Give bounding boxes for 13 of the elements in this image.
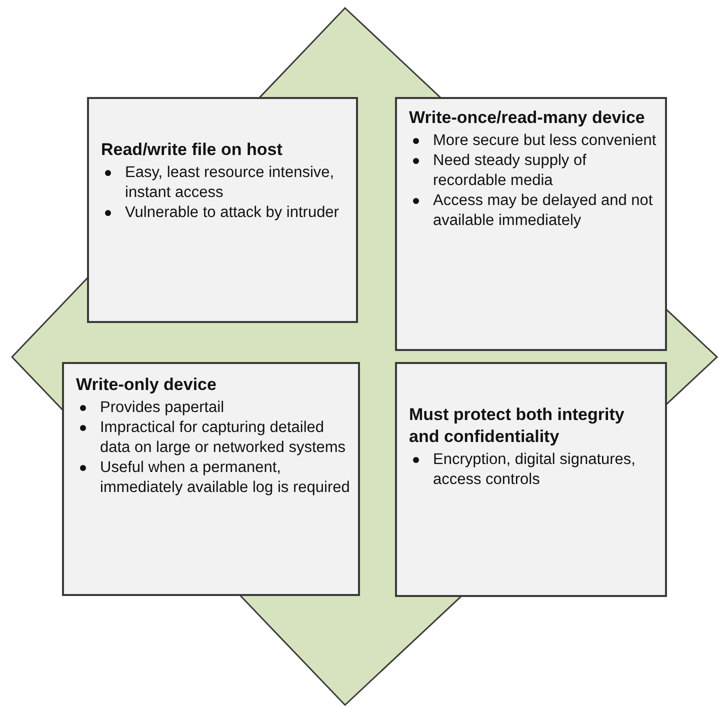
bullet-item: Easy, least resource intensive, instant access [101, 163, 348, 203]
bullet-item: Provides papertail [76, 398, 350, 418]
panel-heading: Read/write file on host [101, 139, 284, 161]
bullet-item: Encryption, digital signatures, access controls [409, 450, 657, 490]
bullet-item: More secure but less convenient [409, 131, 657, 151]
panel-heading: Must protect both integrity and confidentiality [409, 404, 626, 448]
bullet-item: Vulnerable to attack by intruder [101, 203, 348, 223]
bullet-item: Useful when a permanent, immediately available log is required [76, 458, 350, 498]
panel-heading: Write-only device [76, 374, 218, 396]
bullet-item: Impractical for capturing detailed data on large or networked systems [76, 418, 350, 458]
panel-heading: Write-once/read-many device [409, 107, 646, 129]
bullet-item: Need steady supply of recordable media [409, 151, 657, 191]
bullet-item: Access may be delayed and not available immediately [409, 191, 657, 231]
